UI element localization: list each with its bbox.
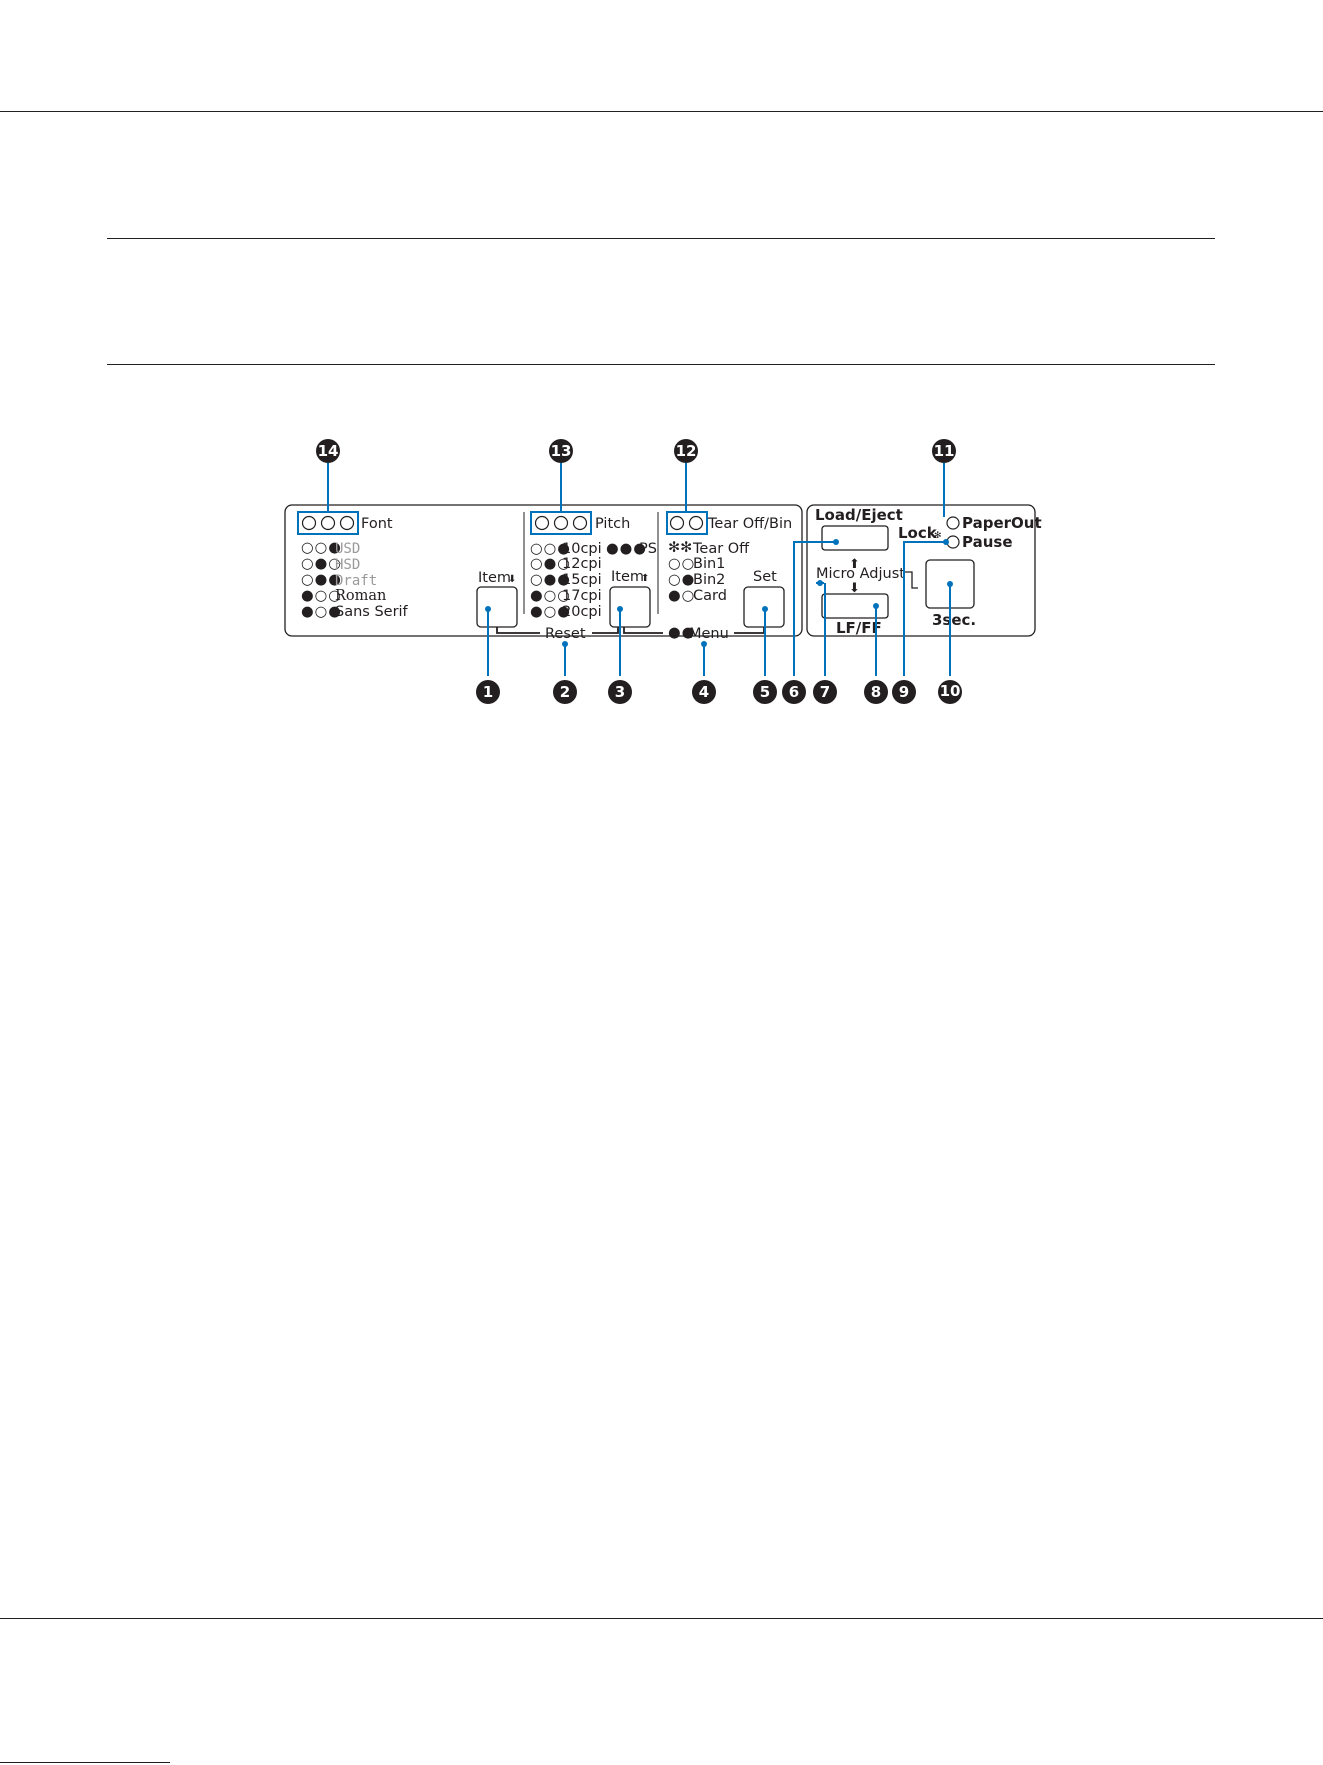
- paper-out-light: [947, 517, 959, 529]
- item-up-button[interactable]: [610, 587, 650, 627]
- callout-14: 14: [318, 442, 339, 460]
- callout-1: 1: [483, 683, 493, 701]
- font-group: Font ○○● USD ○●○ HSD ○●● Draft ●○○ Roman…: [298, 512, 517, 627]
- callout-6: 6: [789, 683, 799, 701]
- pitch-item-20cpi: 20cpi: [562, 604, 602, 620]
- callout-5: 5: [760, 683, 770, 701]
- tear-light-2: [690, 517, 703, 530]
- callout-2: 2: [560, 683, 570, 701]
- arrow-down-icon: ⬇: [508, 574, 516, 585]
- load-eject-button[interactable]: [822, 526, 888, 550]
- tear-item-bin2: Bin2: [693, 572, 725, 588]
- pitch-item-15cpi: 15cpi: [562, 572, 602, 588]
- tear-off-bin-group: Tear Off/Bin ✻✻ Tear Off ○○ Bin1 ○● Bin2…: [667, 512, 792, 627]
- micro-adjust-label: Micro Adjust: [816, 566, 905, 582]
- menu-label: Menu: [689, 626, 729, 642]
- font-light-3: [341, 517, 354, 530]
- lf-ff-label: LF/FF: [836, 619, 882, 637]
- callout-7: 7: [820, 683, 830, 701]
- tear-pattern-tear-off: ✻✻: [668, 540, 692, 556]
- pitch-item-10cpi: 10cpi: [562, 541, 602, 557]
- font-lights-callout-box: [298, 512, 358, 534]
- font-item-draft: Draft: [335, 573, 377, 589]
- callout-8: 8: [871, 683, 881, 701]
- callout-10: 10: [940, 682, 961, 700]
- pitch-lights-callout-box: [531, 512, 591, 534]
- item-down-button[interactable]: [477, 587, 517, 627]
- callout-4: 4: [699, 683, 709, 701]
- lock-label: Lock: [898, 524, 938, 542]
- tear-pattern-bin2: ○●: [668, 572, 695, 588]
- arrow-up-icon: ⬆: [641, 573, 649, 584]
- callout-13: 13: [551, 442, 572, 460]
- tear-pattern-card: ●○: [668, 588, 695, 604]
- tear-group-label: Tear Off/Bin: [707, 516, 792, 532]
- item-up-button-label: Item: [611, 569, 644, 585]
- reset-label: Reset: [545, 626, 586, 642]
- tear-lights-callout-box: [667, 512, 707, 534]
- tear-item-bin1: Bin1: [693, 556, 725, 572]
- font-item-roman: Roman: [335, 588, 386, 604]
- lock-blink-icon: ✻: [934, 531, 942, 541]
- pitch-item-12cpi: 12cpi: [562, 556, 602, 572]
- pitch-group: Pitch ○○● 10cpi ○●○ 12cpi ○●● 15cpi ●○○ …: [530, 512, 657, 627]
- pause-button-label: 3sec.: [932, 611, 976, 629]
- pause-light-label: Pause: [962, 533, 1013, 551]
- font-item-hsd: HSD: [335, 557, 360, 573]
- pitch-light-2: [555, 517, 568, 530]
- tear-light-1: [671, 517, 684, 530]
- load-eject-label: Load/Eject: [815, 506, 903, 524]
- callout-9: 9: [899, 683, 909, 701]
- tear-pattern-bin1: ○○: [668, 556, 695, 572]
- tear-item-tear-off: Tear Off: [692, 541, 750, 557]
- pitch-group-label: Pitch: [595, 516, 630, 532]
- font-light-2: [322, 517, 335, 530]
- tear-item-card: Card: [693, 588, 727, 604]
- pitch-light-3: [574, 517, 587, 530]
- pitch-light-1: [536, 517, 549, 530]
- micro-adjust-bracket: [905, 572, 918, 588]
- paper-out-label: PaperOut: [962, 514, 1042, 532]
- pitch-item-17cpi: 17cpi: [562, 588, 602, 604]
- font-group-label: Font: [361, 516, 393, 532]
- font-light-1: [303, 517, 316, 530]
- font-item-sans-serif: Sans Serif: [335, 604, 409, 620]
- pitch-item-ps: PS: [639, 541, 657, 557]
- callout-12: 12: [676, 442, 697, 460]
- item-down-button-label: Item: [478, 570, 511, 586]
- callout-3: 3: [615, 683, 625, 701]
- paper-handling-panel: Load/Eject ⬆ Micro Adjust ⬇ LF/FF Lock ✻…: [815, 506, 1042, 637]
- callout-11: 11: [934, 442, 955, 460]
- set-button-label: Set: [753, 569, 777, 585]
- font-item-usd: USD: [335, 541, 360, 557]
